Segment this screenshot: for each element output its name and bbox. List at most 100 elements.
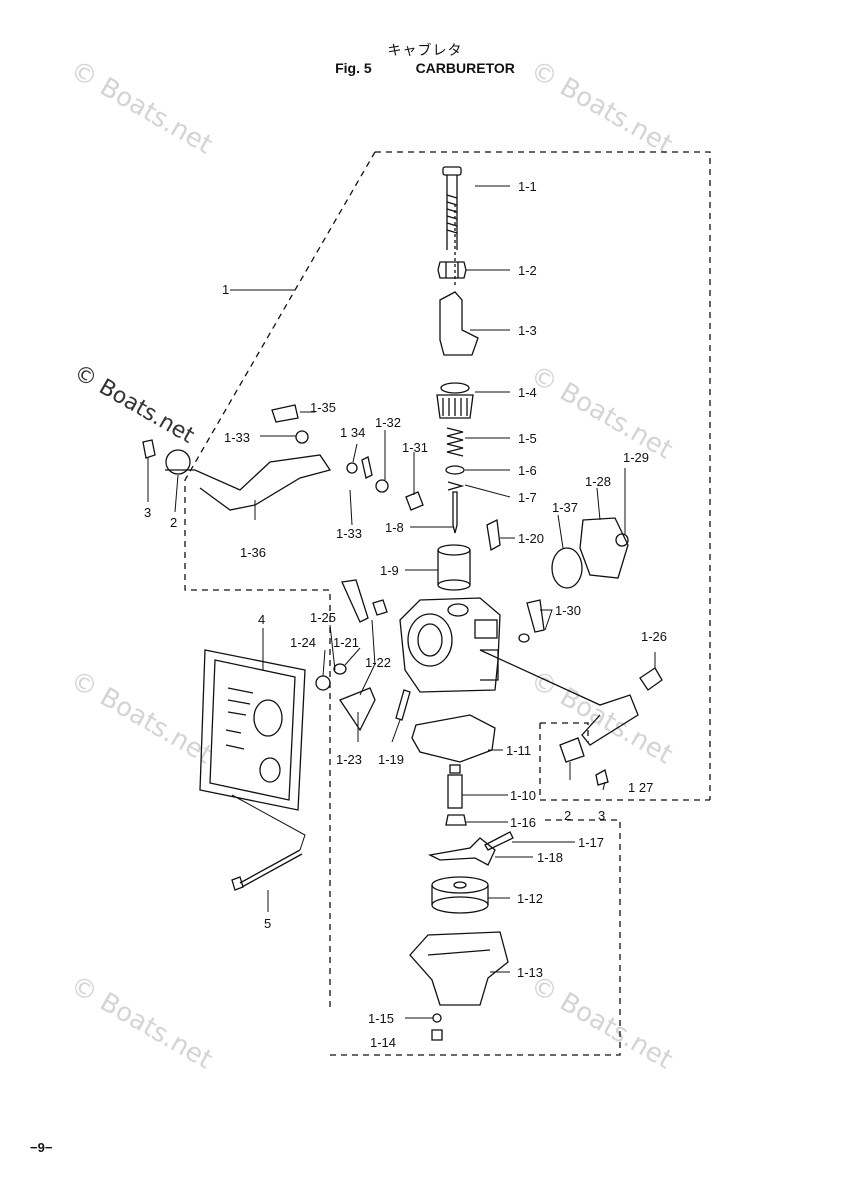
page-number: −9−	[30, 1140, 53, 1155]
part-clip-1-7	[447, 481, 465, 491]
part-screw-1-14	[431, 1029, 443, 1041]
assembly-boundary	[375, 151, 711, 800]
label-5: 5	[264, 916, 271, 931]
part-float-bowl-1-13	[409, 931, 509, 1006]
label-1-15: 1-15	[368, 1011, 394, 1026]
part-screw-1-21	[372, 599, 388, 616]
label-1-19: 1-19	[378, 752, 404, 767]
part-choke-rod-1-36	[165, 454, 332, 511]
label-1-20: 1-20	[518, 531, 544, 546]
part-clip-1-32	[375, 479, 389, 493]
figure-title: Fig. 5 CARBURETOR	[0, 60, 850, 76]
label-1-35: 1-35	[310, 400, 336, 415]
label-1: 1	[222, 282, 229, 297]
part-link-1-35	[271, 404, 299, 423]
label-1-24: 1-24	[290, 635, 316, 650]
label-1-34: 1 34	[340, 425, 365, 440]
label-1-12: 1-12	[517, 891, 543, 906]
part-float-1-12	[431, 876, 489, 914]
title-japanese: キャブレタ	[387, 43, 463, 59]
part-throttle-valve-1-9	[437, 544, 471, 591]
label-1-10: 1-10	[510, 788, 536, 803]
label-1-3: 1-3	[518, 323, 537, 338]
label-3-left: 3	[144, 505, 151, 520]
part-washer-1-33	[295, 430, 309, 444]
part-cap-1-4	[436, 382, 474, 419]
label-1-9: 1-9	[380, 563, 399, 578]
part-cable-end-1-26	[639, 667, 663, 691]
part-bracket-1-3	[439, 291, 479, 356]
part-spring-1-5	[446, 427, 464, 457]
part-lever-2	[559, 737, 585, 763]
label-1-31: 1-31	[402, 440, 428, 455]
part-screw-3	[595, 769, 609, 786]
label-1-5: 1-5	[518, 431, 537, 446]
part-carburetor-body	[399, 597, 501, 693]
label-1-4: 1-4	[518, 385, 537, 400]
label-1-1: 1-1	[518, 179, 537, 194]
label-1-36: 1-36	[240, 545, 266, 560]
label-1-6: 1-6	[518, 463, 537, 478]
subassembly-boundary	[539, 723, 710, 801]
part-nipple-1-20	[486, 519, 501, 552]
part-screw-1-30	[526, 599, 545, 633]
label-2-left: 2	[170, 515, 177, 530]
label-1-33-upper: 1-33	[224, 430, 250, 445]
label-1-26: 1-26	[641, 629, 667, 644]
part-seat-1-16	[445, 814, 467, 826]
label-1-22: 1-22	[365, 655, 391, 670]
label-1-33-lower: 1-33	[336, 526, 362, 541]
label-1-17: 1-17	[578, 835, 604, 850]
part-o-ring-1-37	[551, 547, 583, 589]
label-2-right: 2	[564, 808, 571, 823]
label-3-right: 3	[598, 808, 605, 823]
part-jet-1-10	[447, 764, 463, 809]
part-gasket-1-11	[411, 714, 496, 763]
label-1-32: 1-32	[375, 415, 401, 430]
part-lever-1-23	[339, 687, 376, 732]
part-nut-1-2	[437, 261, 467, 279]
part-washer-1-22	[333, 663, 347, 675]
label-1-16: 1-16	[510, 815, 536, 830]
figure-name: CARBURETOR	[415, 60, 515, 76]
part-pin-1-34	[361, 456, 373, 479]
figure-number: Fig. 5	[335, 60, 372, 76]
label-1-14: 1-14	[370, 1035, 396, 1050]
part-clamp-1-28	[579, 517, 629, 579]
label-1-30: 1-30	[555, 603, 581, 618]
part-washer-1-6	[445, 465, 465, 475]
part-pin-1-19	[395, 689, 411, 721]
label-1-7: 1-7	[518, 490, 537, 505]
label-1-29: 1-29	[623, 450, 649, 465]
part-screw-3-left	[142, 439, 156, 459]
part-air-filter-4	[199, 649, 306, 811]
part-nut-1-24	[315, 675, 331, 691]
label-1-23: 1-23	[336, 752, 362, 767]
assembly-boundary	[184, 151, 376, 1010]
label-1-2: 1-2	[518, 263, 537, 278]
label-1-27: 1 27	[628, 780, 653, 795]
part-bolt-5	[231, 849, 303, 891]
label-4: 4	[258, 612, 265, 627]
leader-lines	[147, 185, 656, 1019]
part-washer-1-15	[432, 1013, 442, 1023]
part-needle-1-8	[452, 491, 458, 534]
label-1-18: 1-18	[537, 850, 563, 865]
part-washer-1-34	[346, 462, 358, 474]
label-1-11: 1-11	[506, 743, 531, 758]
subassembly-boundary	[540, 722, 589, 742]
part-collar-2	[165, 449, 191, 475]
leader-dash	[231, 794, 306, 851]
label-1-8: 1-8	[385, 520, 404, 535]
part-pin-1-17	[484, 831, 514, 851]
label-1-21: 1-21	[333, 635, 359, 650]
label-1-13: 1-13	[517, 965, 543, 980]
part-washer-1-30	[518, 633, 530, 643]
label-1-25: 1-25	[310, 610, 336, 625]
part-screw-1-25	[341, 579, 369, 623]
label-1-28: 1-28	[585, 474, 611, 489]
part-throttle-lever	[479, 649, 639, 746]
part-float-arm-1-18	[427, 837, 496, 866]
part-clamp-screw-1-29	[615, 533, 629, 547]
